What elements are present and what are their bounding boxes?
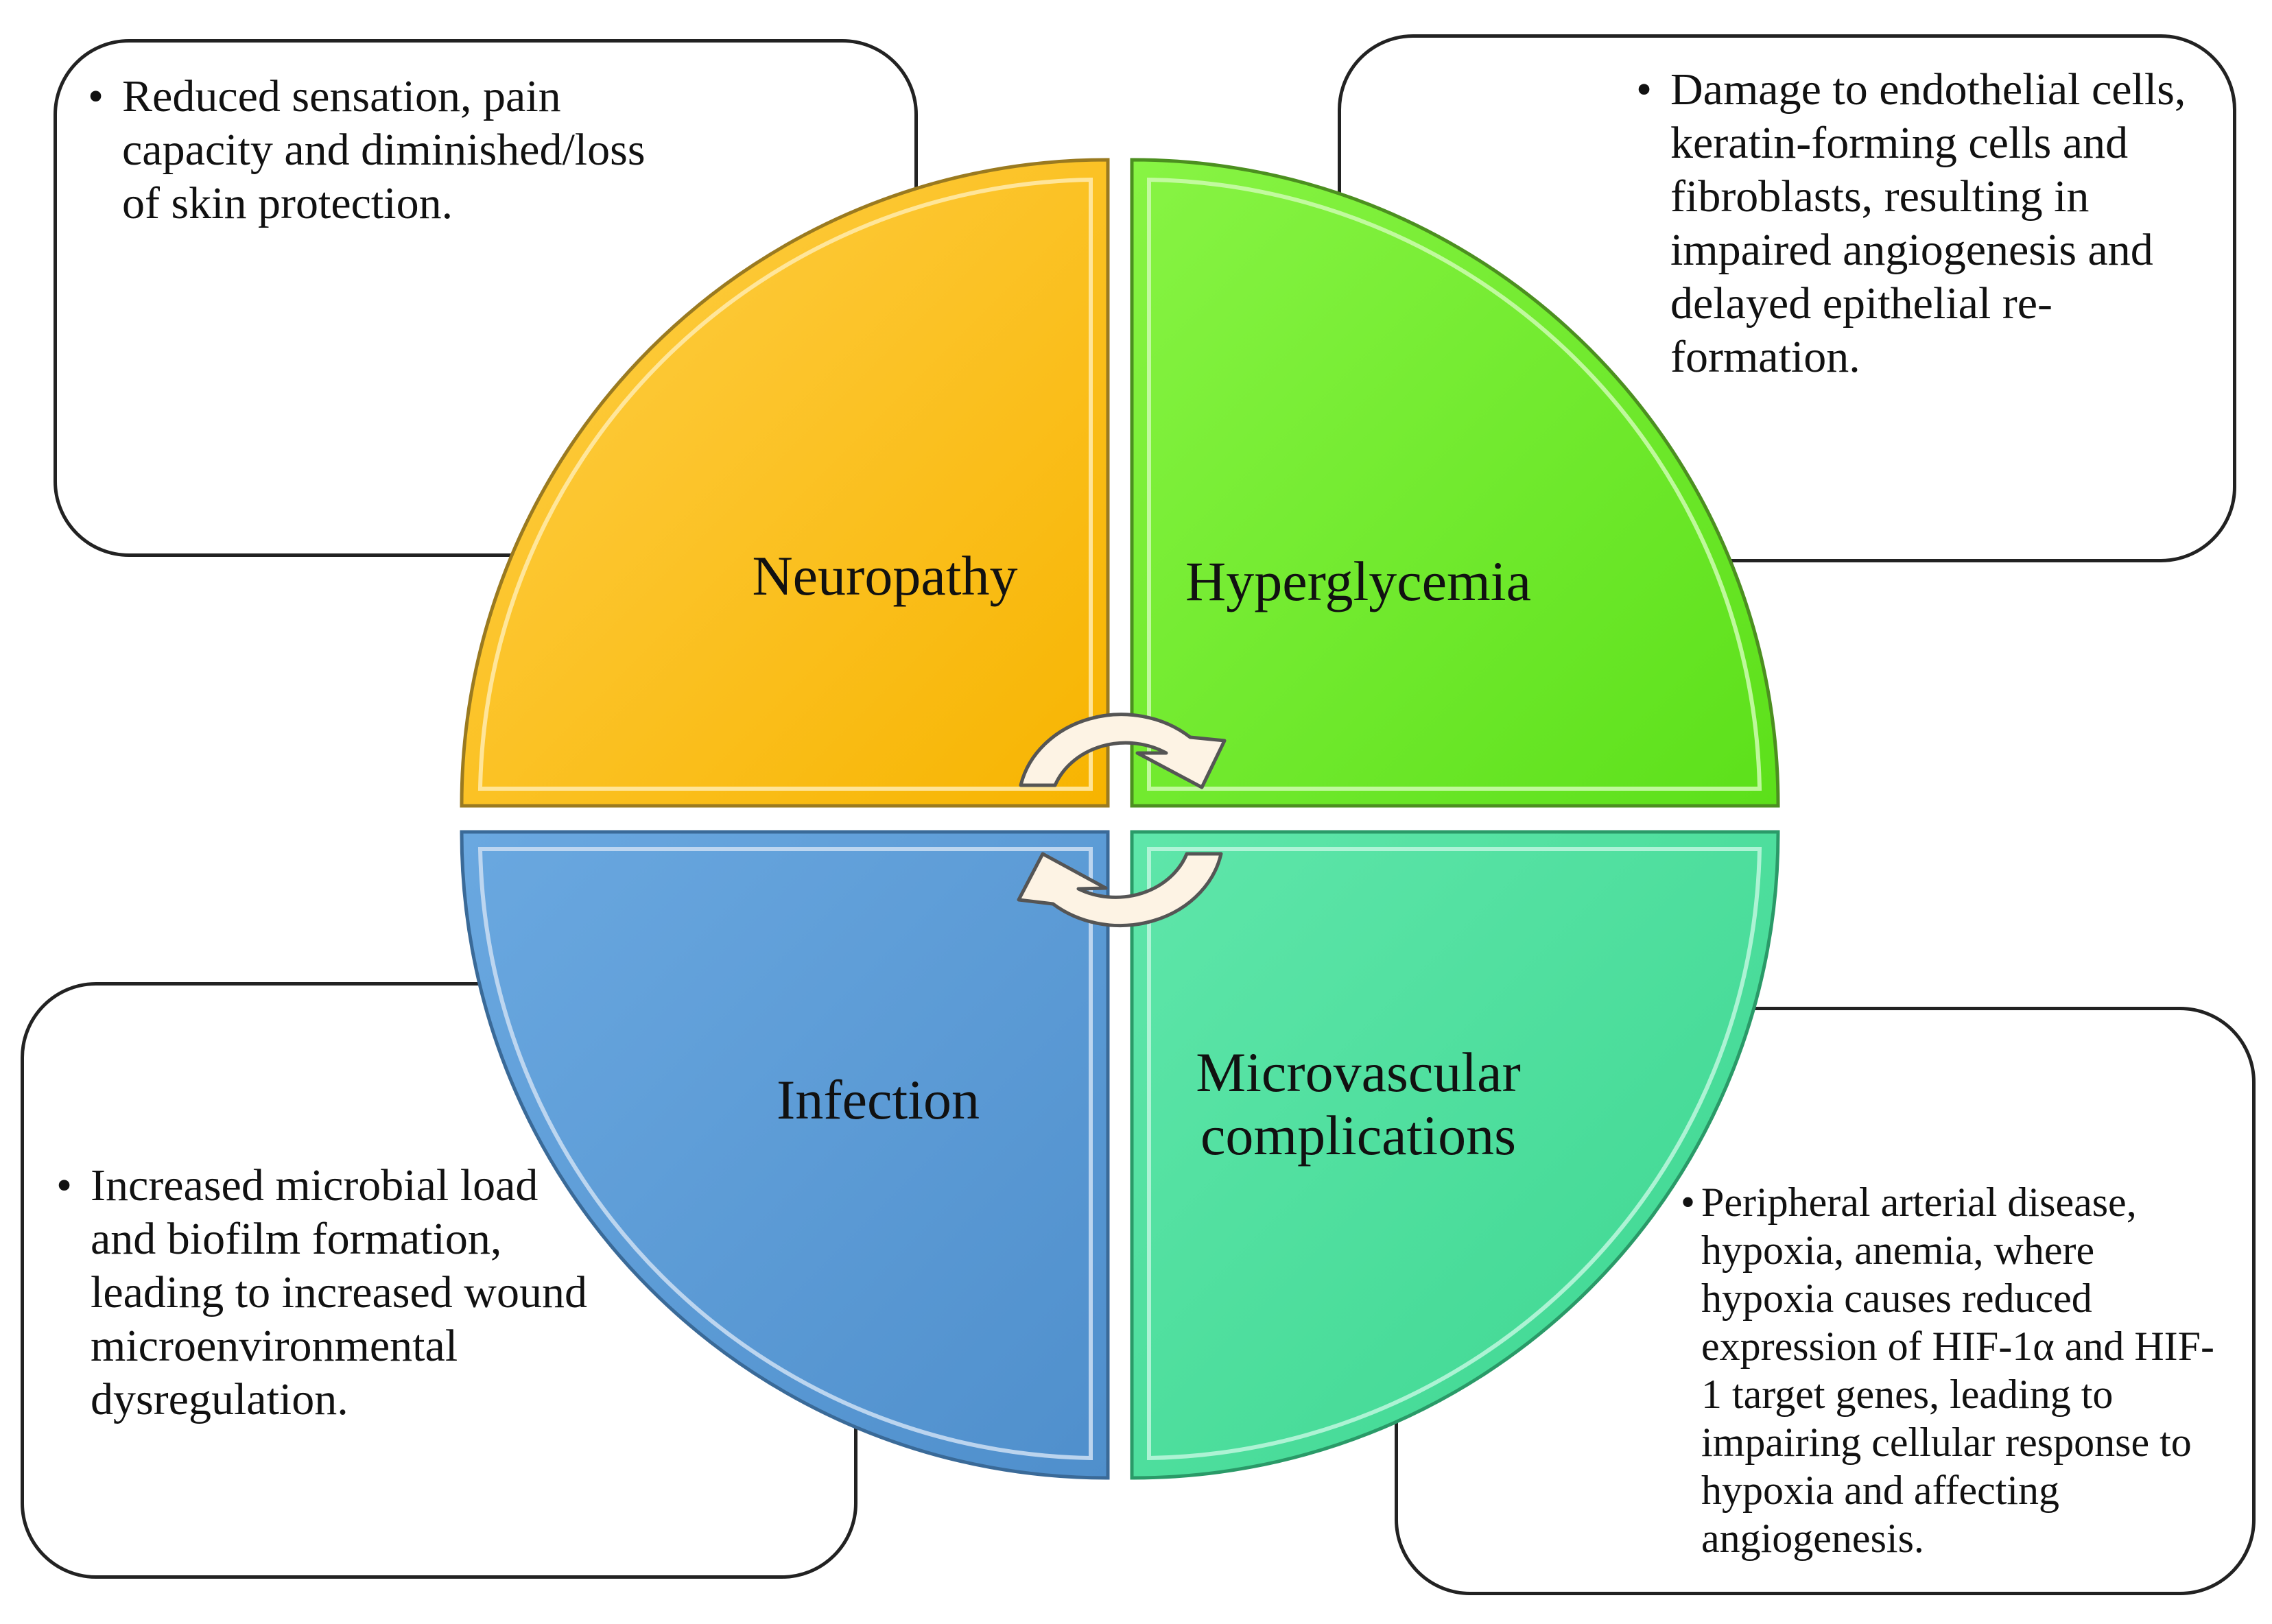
- hyperglycemia-quadrant: [1130, 158, 1780, 808]
- infection-label: Infection: [777, 1068, 980, 1131]
- hyperglycemia-label: Hyperglycemia: [1185, 550, 1531, 612]
- cycle-arrow-upper-icon: [1019, 713, 1227, 789]
- infection-description-text: Increased microbial load and biofilm for…: [91, 1160, 587, 1424]
- microvascular-description-text: Peripheral arterial disease, hypoxia, an…: [1701, 1180, 2214, 1561]
- neuropathy-label: Neuropathy: [752, 545, 1018, 607]
- bullet-icon: •: [1681, 1180, 1696, 1225]
- bullet-icon: •: [88, 71, 104, 121]
- bullet-icon: •: [56, 1160, 73, 1210]
- cycle-arrow-lower-icon: [1017, 852, 1223, 927]
- infection-quadrant: [460, 830, 1110, 1480]
- neuropathy-description: • Reduced sensation, pain capacity and d…: [88, 70, 657, 230]
- infection-description: • Increased microbial load and biofilm f…: [56, 1159, 591, 1426]
- neuropathy-description-text: Reduced sensation, pain capacity and dim…: [122, 71, 646, 228]
- microvascular-label-line2: complications: [1200, 1104, 1516, 1167]
- microvascular-label-line1: Microvascular: [1196, 1041, 1521, 1103]
- hyperglycemia-description-text: Damage to endothelial cells, keratin-for…: [1670, 64, 2186, 382]
- microvascular-quadrant: [1130, 830, 1780, 1480]
- neuropathy-quadrant: [460, 158, 1110, 808]
- microvascular-description: • Peripheral arterial disease, hypoxia, …: [1681, 1178, 2216, 1562]
- bullet-icon: •: [1636, 64, 1653, 115]
- microvascular-label: Microvascular complications: [1152, 1041, 1564, 1167]
- hyperglycemia-description: • Damage to endothelial cells, keratin-f…: [1636, 63, 2226, 384]
